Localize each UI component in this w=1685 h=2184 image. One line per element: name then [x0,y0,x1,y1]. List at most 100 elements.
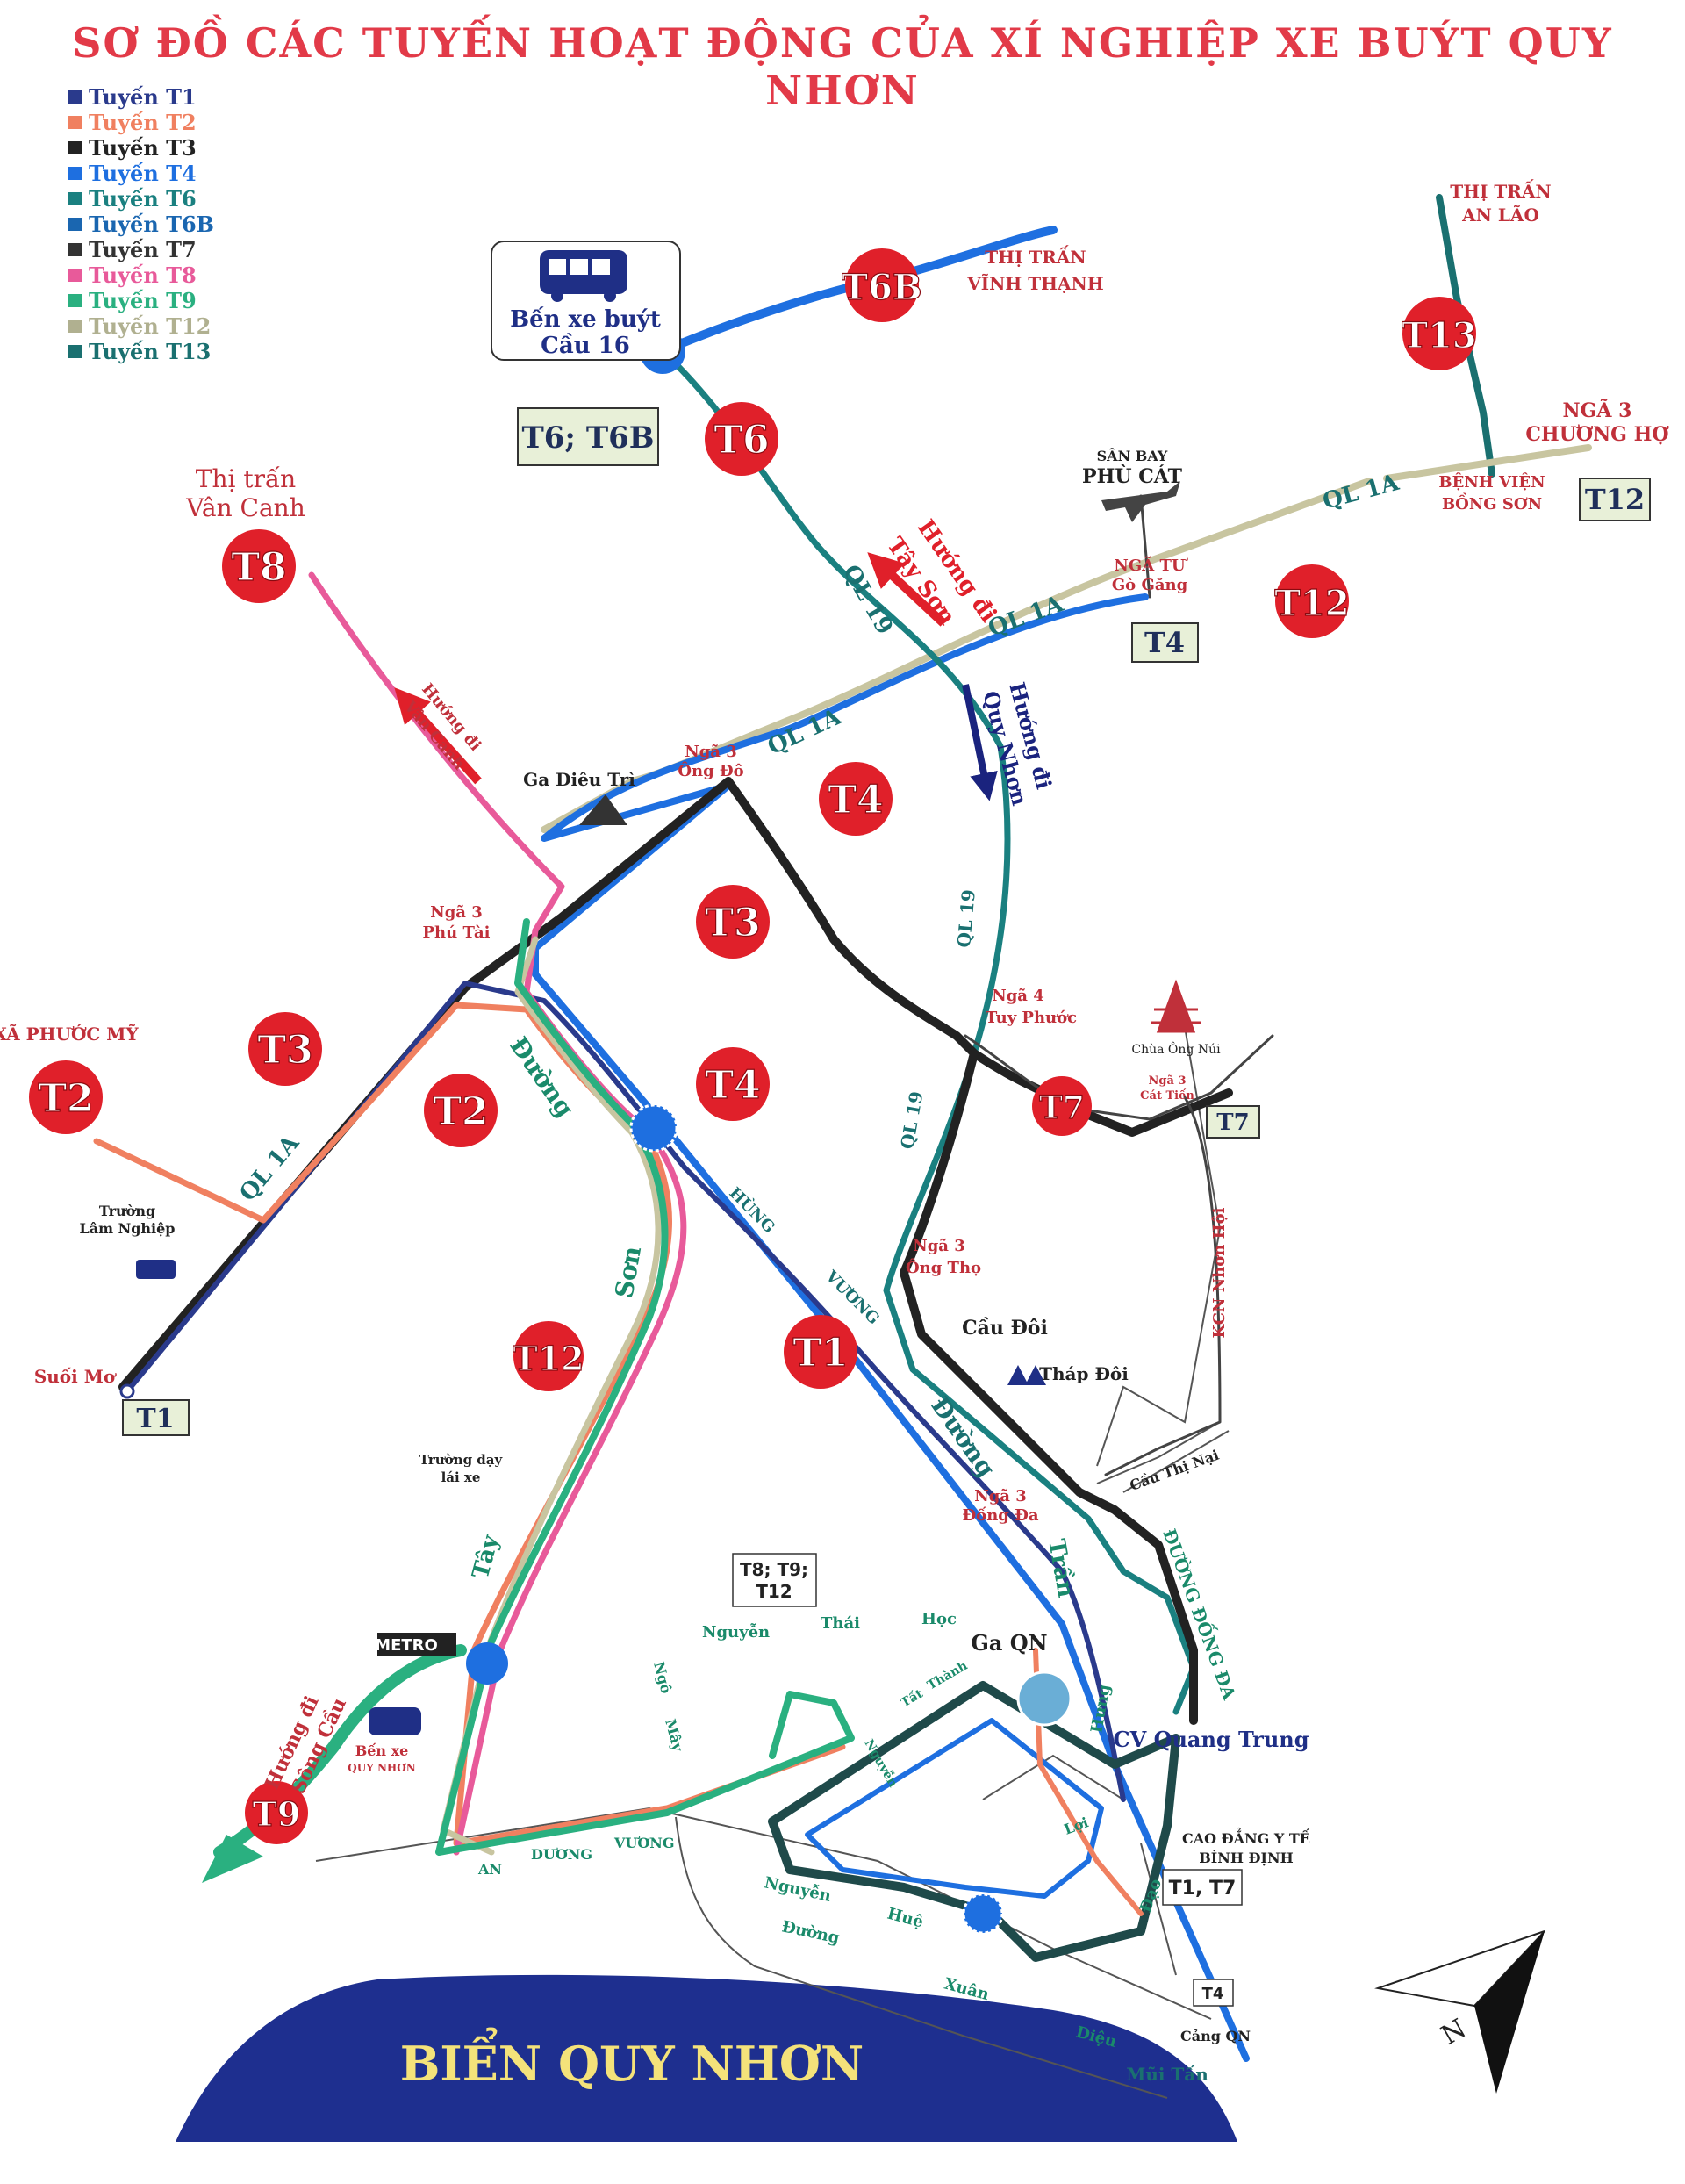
legend-item-t3[interactable]: Tuyến T3 [68,135,214,161]
legend-label: Tuyến T7 [89,237,197,262]
svg-text:T8: T8 [231,545,286,590]
place-san-bay-2: PHÙ CÁT [1082,464,1183,488]
legend-item-t13[interactable]: Tuyến T13 [68,339,214,364]
place-bv-bong-son: BỆNH VIỆN [1438,471,1545,492]
legend-swatch [68,167,82,180]
terminal-t1-t7[interactable]: T1, T7 [1162,1869,1243,1906]
terminal-t1-suoimo[interactable]: T1 [122,1399,190,1436]
terminal-t12[interactable]: T12 [1579,478,1651,521]
route-t6-line [659,348,1197,1715]
bus-station-line1: Bến xe buýt [510,305,661,333]
place-kcn-nhon-hoi: KCN Nhơn Hội [1210,1207,1229,1338]
legend-item-t8[interactable]: Tuyến T8 [68,262,214,288]
svg-text:T4: T4 [705,1063,760,1108]
terminal-t7[interactable]: T7 [1206,1105,1260,1139]
route-t9-arrow [202,1835,263,1883]
legend-item-t6[interactable]: Tuyến T6 [68,186,214,212]
bus-station-cau16[interactable]: Bến xe buýt Cầu 16 [491,241,681,361]
badge-t3-north[interactable]: T3 [696,885,770,959]
legend-swatch [68,320,82,333]
place-san-bay: SÂN BAY [1097,447,1168,464]
svg-text:T7: T7 [1216,1110,1249,1136]
place-truong-lai-xe: Trường dạy [419,1452,504,1468]
svg-text:T1: T1 [136,1404,174,1434]
train-icon [579,794,627,825]
node-downtown [962,1893,1004,1935]
badge-t9[interactable]: T9 [245,1781,308,1844]
legend-item-t4[interactable]: Tuyến T4 [68,161,214,186]
legend-item-t9[interactable]: Tuyến T9 [68,288,214,313]
terminal-t6-t6b[interactable]: T6; T6B [517,407,659,466]
place-phu-tai-2: Phú Tài [422,923,490,942]
badge-t4-center[interactable]: T4 [696,1047,770,1121]
legend-swatch [68,294,82,307]
legend-item-t1[interactable]: Tuyến T1 [68,84,214,110]
svg-text:T12: T12 [1585,483,1645,516]
place-cd-yte: CAO ĐẲNG Y TẾ [1182,1826,1310,1847]
route-t4-ql1a [532,593,1250,2062]
road-nguyen-thai-hoc-3: Học [921,1610,957,1628]
svg-text:T1: T1 [792,1331,848,1376]
road-ql19-b: QL 19 [953,888,979,948]
place-ben-xe-qn-2: QUY NHƠN [348,1762,415,1774]
road-nguyen-thai-hoc-1: Nguyễn [702,1622,770,1642]
svg-text:T12: T12 [513,1339,584,1378]
place-bv-bong-son-2: BỒNG SƠN [1442,492,1542,514]
svg-text:T12: T12 [756,1581,792,1602]
badge-t8[interactable]: T8 [222,529,296,603]
badge-t12-south[interactable]: T12 [513,1321,584,1391]
badge-t2-west[interactable]: T2 [29,1060,103,1134]
legend-swatch [68,141,82,154]
metro-label: METRO [375,1636,438,1655]
place-vinh-thanh-2: VĨNH THẠNH [966,273,1104,294]
direction-arrows [394,552,998,801]
route-lines [93,194,1592,2062]
place-mui-tan: Mũi Tấn [1126,2064,1208,2085]
place-van-canh-2: Vân Canh [185,493,305,522]
badge-t2-center[interactable]: T2 [424,1074,498,1147]
badge-t1[interactable]: T1 [784,1315,857,1389]
legend-swatch [68,269,82,282]
route-t13-line [1436,194,1495,478]
pagoda-icon [1151,979,1201,1033]
metro-logo[interactable] [377,1633,456,1656]
place-truong-lam-nghiep: Trường [99,1203,155,1219]
svg-text:T4: T4 [828,778,883,823]
place-cat-tien-2: Cát Tiến [1140,1088,1194,1103]
badge-t3-west[interactable]: T3 [248,1012,322,1086]
place-ong-do-2: Ông Đô [678,760,743,780]
place-cau-doi: Cầu Đôi [962,1317,1048,1340]
badge-t13[interactable]: T13 [1402,297,1477,370]
road-an-duong-vuong-3: VƯƠNG [613,1835,675,1851]
place-an-lao: THỊ TRẤN [1450,178,1551,202]
legend-label: Tuyến T9 [89,288,197,313]
svg-text:T6B: T6B [842,267,921,308]
legend-item-t12[interactable]: Tuyến T12 [68,313,214,339]
terminal-t4-gogang[interactable]: T4 [1131,622,1199,663]
legend-item-t7[interactable]: Tuyến T7 [68,237,214,262]
badge-t4-ql1a[interactable]: T4 [819,762,893,836]
badge-t6b[interactable]: T6B [842,248,922,322]
place-an-lao-2: AN LÃO [1461,205,1539,226]
svg-text:T7: T7 [1039,1089,1085,1126]
badge-t6[interactable]: T6 [705,402,778,476]
place-go-gang: NGÃ TƯ [1114,555,1187,575]
place-ong-do: Ngã 3 [685,743,737,761]
badge-t7[interactable]: T7 [1032,1076,1092,1136]
svg-text:T9: T9 [253,1794,301,1834]
legend-label: Tuyến T6 [89,186,197,212]
terminal-t4-port[interactable]: T4 [1193,1979,1234,2007]
legend-item-t6b[interactable]: Tuyến T6B [68,212,214,237]
legend-swatch [68,345,82,358]
terminal-t8-t9-t12[interactable]: T8; T9;T12 [732,1553,817,1607]
place-suoi-mo: Suối Mơ [34,1366,117,1387]
legend-item-t2[interactable]: Tuyến T2 [68,110,214,135]
route-badges: T6B T13 T6 T8 T12 T4 T3 T2 T3 T2 T4 T7 T… [29,248,1477,1844]
badge-t12-north[interactable]: T12 [1274,564,1350,638]
road-nguyen-tat-thanh-3: Thành [925,1659,970,1693]
legend-label: Tuyến T13 [89,339,212,364]
legend-label: Tuyến T12 [89,313,212,339]
road-an-duong-vuong-2: DƯƠNG [531,1846,592,1863]
place-vinh-thanh: THỊ TRẤN [985,244,1086,268]
